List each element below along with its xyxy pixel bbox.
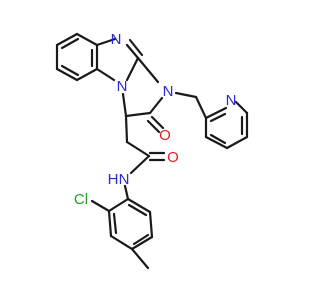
bond [121, 92, 128, 118]
bond [125, 43, 140, 60]
atom-label: O [159, 127, 171, 144]
bond [60, 64, 80, 77]
bond [234, 100, 249, 115]
atom-label: N [119, 171, 130, 188]
bond [55, 67, 79, 82]
molecule-diagram: N N N N O O H N Cl [55, 31, 249, 270]
bond [125, 140, 151, 158]
bond [148, 210, 154, 239]
bond [109, 234, 134, 251]
bond [204, 135, 229, 150]
bond [124, 114, 129, 144]
bond [60, 37, 80, 50]
bonds [55, 32, 249, 270]
bond [75, 32, 99, 47]
bond [95, 37, 117, 47]
bond [146, 119, 161, 134]
bond [132, 233, 150, 246]
bond [124, 111, 152, 118]
atom-label: N [117, 78, 128, 95]
bond [107, 197, 130, 213]
bond [125, 56, 140, 82]
bond [123, 184, 130, 201]
bond [75, 67, 99, 82]
atom-label: Cl [74, 191, 88, 208]
bond [129, 154, 151, 175]
bond [209, 133, 227, 145]
bond [209, 112, 227, 123]
atom-label: N [111, 31, 122, 48]
bond [204, 106, 228, 120]
structure-canvas: N N N N O O H N Cl [55, 31, 249, 270]
bond [95, 67, 116, 82]
bond [194, 95, 208, 120]
bond [148, 96, 164, 115]
atom-label: N [226, 92, 237, 109]
bond [150, 115, 165, 130]
bond [90, 199, 111, 213]
bond [225, 135, 249, 150]
bond [127, 203, 148, 217]
bond [112, 212, 118, 235]
bond [128, 38, 144, 57]
atom-label: N [163, 83, 174, 100]
bond [136, 56, 160, 84]
bond [174, 91, 198, 99]
bond [126, 197, 152, 214]
bond [55, 32, 79, 47]
atom-label: O [167, 149, 179, 166]
bond [130, 247, 150, 270]
atom-labels: N N N N O O H N Cl [74, 31, 237, 208]
atom-label: H [108, 171, 119, 188]
bond [107, 209, 113, 238]
bond [130, 235, 154, 251]
